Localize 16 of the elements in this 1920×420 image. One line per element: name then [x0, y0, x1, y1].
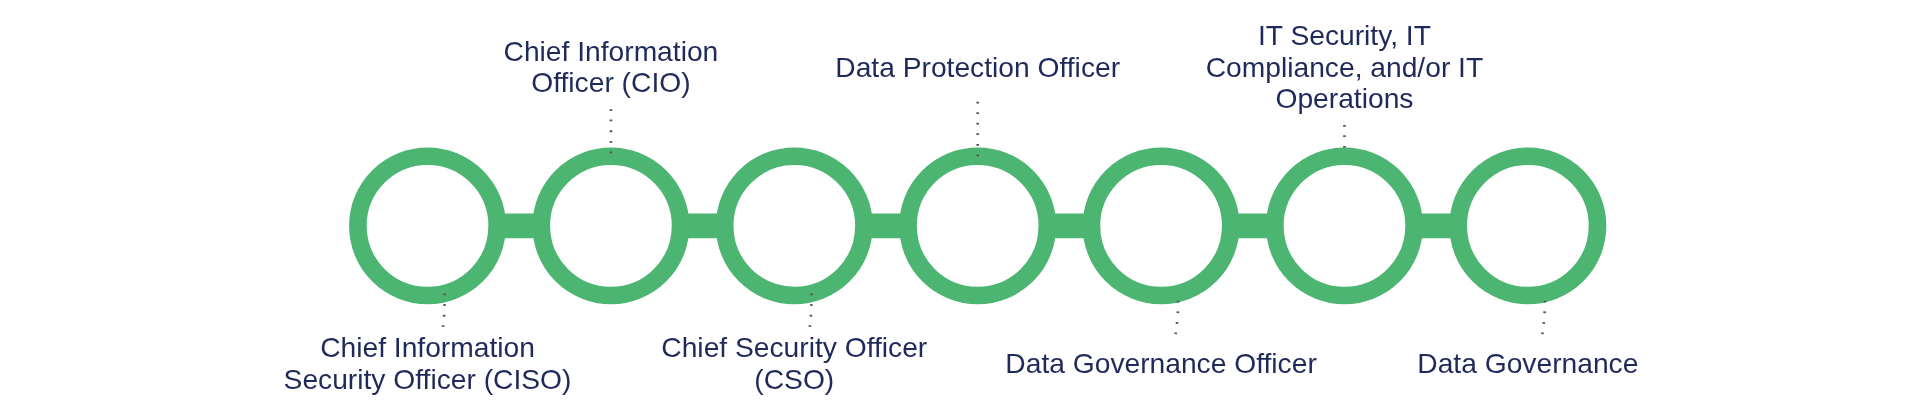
- connector: [441, 293, 446, 328]
- connector: [808, 293, 813, 328]
- node-text: Data Governance Officer: [1004, 346, 1317, 379]
- node-text: Chief Information Security Officer (CISO): [283, 330, 571, 395]
- node-text: Chief Security Officer (CSO): [660, 330, 927, 395]
- node-circle: [1082, 147, 1240, 305]
- node-text: Data Protection Officer: [834, 50, 1120, 83]
- node-text: IT Security, IT Compliance, and/or IT Operations: [1205, 18, 1483, 115]
- node-circle: [715, 147, 873, 305]
- node-circle: [531, 147, 689, 305]
- node-text: Chief Information Officer (CIO): [503, 34, 718, 99]
- node-circle: [1448, 147, 1606, 305]
- node-circle: [1265, 147, 1423, 305]
- node-circle: [348, 147, 506, 305]
- node-text: Data Governance: [1416, 346, 1638, 379]
- node-circle: [898, 147, 1056, 305]
